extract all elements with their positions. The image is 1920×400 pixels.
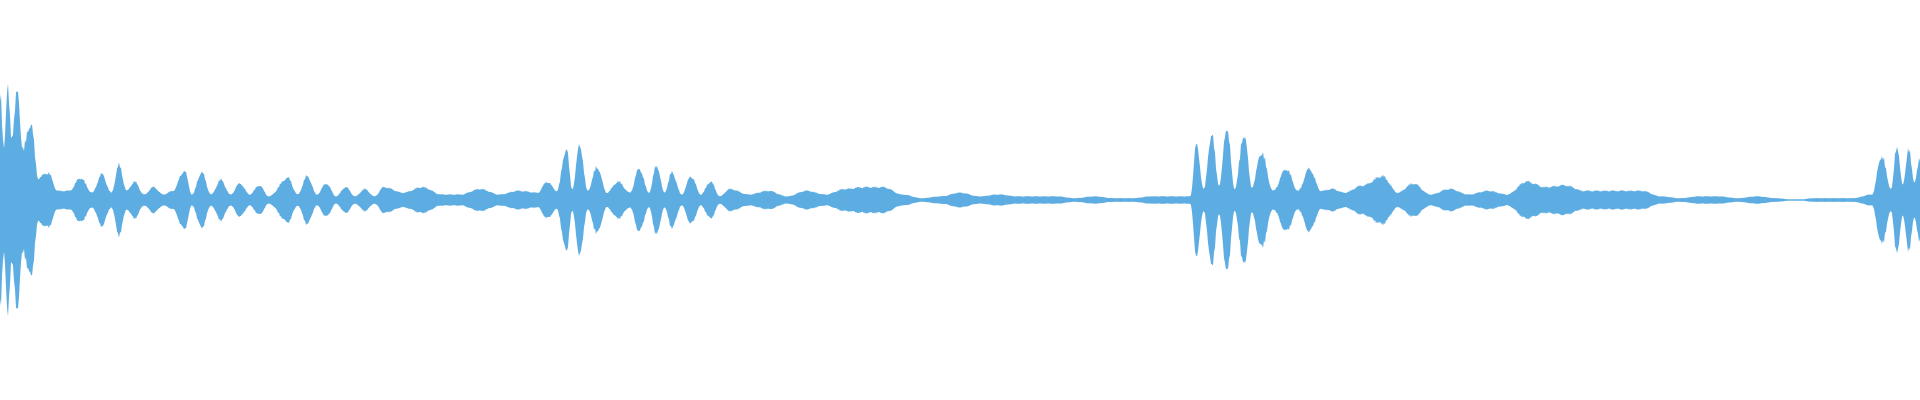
- waveform-view: [0, 83, 1920, 317]
- audio-waveform: [0, 83, 1920, 317]
